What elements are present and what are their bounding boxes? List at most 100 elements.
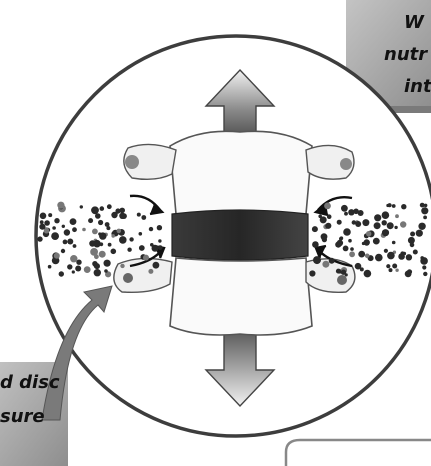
particle-dot — [341, 205, 348, 212]
particle-dot — [400, 221, 406, 227]
particle-dot — [158, 245, 163, 250]
particle-dot — [107, 204, 112, 209]
particle-dot — [67, 264, 72, 269]
particle-dot — [70, 255, 77, 262]
particle-dot — [51, 232, 59, 240]
particle-dot — [309, 270, 315, 276]
particle-dot — [348, 209, 354, 215]
particle-dot — [111, 234, 115, 238]
particle-dot — [374, 222, 381, 229]
particle-dot — [348, 239, 352, 243]
particle-dot — [382, 229, 389, 236]
particle-dot — [382, 220, 387, 225]
particle-dot — [94, 269, 101, 276]
callout-bottom-left-line-1: d disc — [0, 372, 60, 393]
particle-dot — [82, 228, 86, 232]
particle-dot — [392, 241, 396, 245]
panel-edge — [286, 440, 431, 466]
particle-dot — [143, 255, 149, 261]
particle-dot — [413, 250, 418, 255]
particle-dot — [158, 239, 161, 242]
particle-dot — [137, 213, 141, 217]
particle-dot — [62, 225, 65, 228]
particle-dot — [64, 229, 70, 235]
particle-dot — [93, 240, 101, 248]
particle-dot — [406, 254, 412, 260]
particle-dot — [423, 216, 427, 220]
particle-dot — [54, 218, 59, 223]
particle-dot — [382, 213, 385, 216]
particle-dot — [324, 203, 331, 210]
particle-dot — [139, 232, 143, 236]
particle-dot — [149, 227, 153, 231]
particle-dot — [119, 236, 127, 244]
particle-dot — [80, 205, 83, 208]
particle-dot — [349, 251, 355, 257]
particle-dot — [104, 269, 108, 273]
particle-dot — [388, 203, 392, 207]
particle-dot — [358, 210, 364, 216]
particle-dot — [153, 262, 160, 269]
particle-dot — [355, 221, 361, 227]
particle-dot — [108, 243, 112, 247]
particle-dot — [416, 230, 423, 237]
particle-dot — [374, 214, 381, 221]
particle-dot — [341, 270, 346, 275]
particle-dot — [90, 248, 98, 256]
particle-dot — [117, 229, 122, 234]
intervertebral-disc — [172, 210, 308, 260]
particle-dot — [322, 261, 329, 268]
particle-dot — [375, 254, 383, 262]
particle-dot — [313, 256, 321, 264]
particle-dot — [99, 251, 106, 258]
particle-dot — [407, 269, 412, 274]
particle-dot — [365, 254, 370, 259]
callout-top-right-line-2: nutr — [384, 44, 427, 65]
particle-dot — [392, 264, 397, 269]
particle-dot — [336, 269, 341, 274]
particle-dot — [37, 236, 42, 241]
particle-dot — [421, 207, 428, 214]
particle-dot — [325, 223, 331, 229]
particle-dot — [389, 268, 393, 272]
particle-dot — [401, 204, 406, 209]
particle-dot — [111, 249, 117, 255]
particle-dot — [418, 223, 425, 230]
particle-dot — [387, 222, 394, 229]
particle-dot — [72, 270, 75, 273]
particle-dot — [104, 260, 111, 267]
particle-dot — [95, 213, 101, 219]
particle-dot — [148, 269, 153, 274]
particle-dot — [72, 227, 77, 232]
particle-dot — [91, 206, 99, 214]
particle-dot — [139, 245, 145, 251]
particle-dot — [70, 218, 77, 225]
particle-dot — [408, 237, 415, 244]
particle-dot — [422, 265, 426, 269]
particle-dot — [84, 266, 91, 273]
particle-dot — [358, 251, 365, 258]
callout-top-right-line-3: int — [404, 76, 431, 97]
particle-dot — [127, 248, 131, 252]
particle-dot — [73, 244, 77, 248]
particle-dot — [99, 232, 106, 239]
particle-dot — [152, 245, 159, 252]
particle-dot — [424, 204, 428, 208]
particle-dot — [312, 226, 318, 232]
particle-dot — [59, 271, 64, 276]
particle-dot — [350, 247, 354, 251]
particle-dot — [98, 220, 103, 225]
particle-dot — [61, 249, 65, 253]
particle-dot — [312, 241, 319, 248]
particle-dot — [343, 246, 349, 252]
particle-dot — [119, 213, 125, 219]
particle-dot — [157, 225, 162, 230]
particle-dot — [129, 237, 133, 241]
particle-dot — [75, 266, 81, 272]
particle-dot — [52, 226, 56, 230]
particle-dot — [63, 240, 68, 245]
particle-dot — [67, 239, 73, 245]
particle-dot — [57, 202, 64, 209]
particle-dot — [88, 218, 93, 223]
